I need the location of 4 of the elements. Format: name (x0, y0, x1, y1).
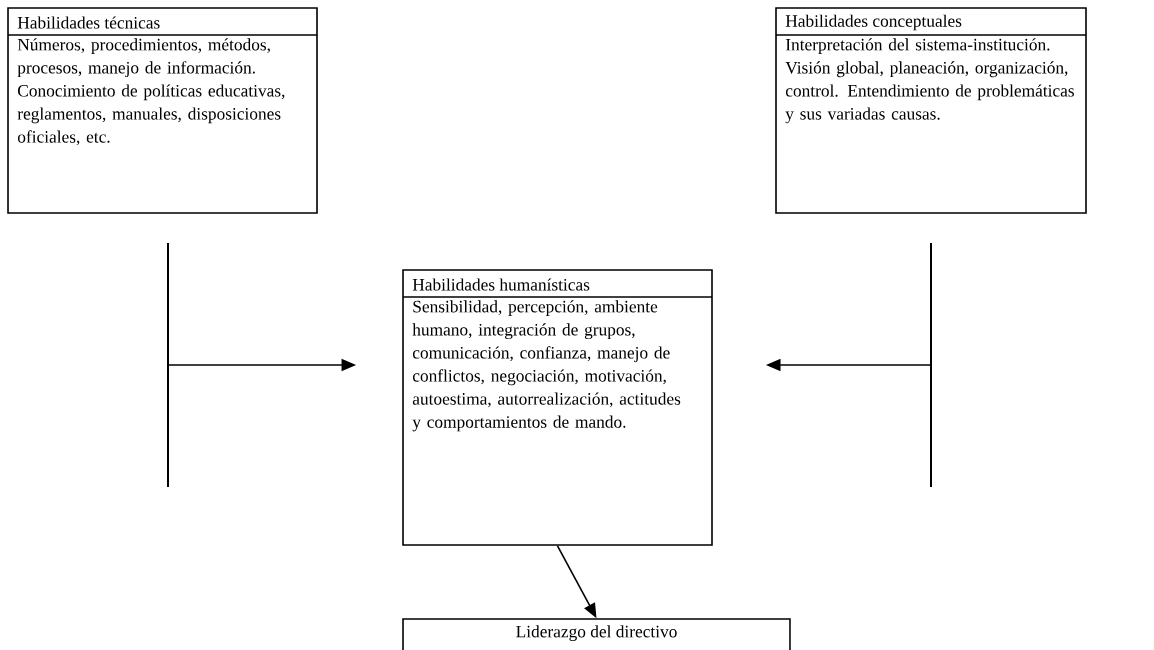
text-box: Habilidades conceptuales Interpretación del sistema-institución. Visión global, planeación, organización, control. Entendimiento de problemáticas y sus variadas causas. (775, 7, 1087, 214)
text-box: Liderazgo del directivo (402, 618, 791, 650)
text-box: Habilidades técnicas Números, procedimientos, métodos, procesos, manejo de información. Conocimiento de políticas educativas, reglamentos, manuales, disposiciones oficiales, etc. (7, 7, 318, 214)
text-box: Habilidades humanísticas Sensibilidad, percepción, ambiente humano, integración de grupos, comunicación, confianza, manejo de conflictos, negociación, motivación, autoestima, autorrealización, actitudes y comportamientos de mando. (402, 269, 713, 546)
